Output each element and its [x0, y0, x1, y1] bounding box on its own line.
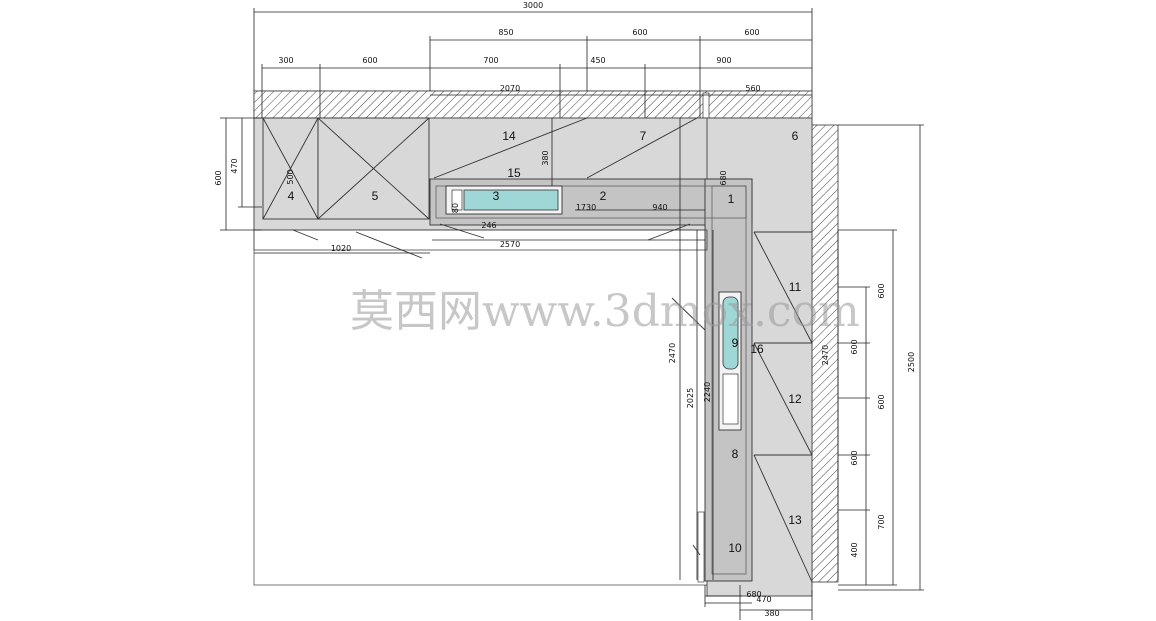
dim-inner-2470a: 2470: [668, 343, 677, 363]
label-12: 12: [788, 392, 802, 406]
dim-right-600a: 600: [877, 283, 886, 298]
dim-inner-2470b: 2470: [821, 345, 830, 365]
dim-top-300: 300: [278, 56, 293, 65]
dim-bottom-380: 380: [764, 609, 779, 618]
dim-top-450: 450: [590, 56, 605, 65]
watermark: 莫西网www.3dmox.com: [350, 286, 860, 337]
dim-inner-80: 80: [451, 203, 460, 213]
dim-right-600c: 600: [877, 394, 886, 409]
sink-9-drain: [722, 373, 739, 425]
dim-left-600: 600: [214, 170, 223, 185]
label-8: 8: [732, 447, 739, 461]
dim-right-2500: 2500: [907, 352, 916, 372]
label-3: 3: [493, 189, 500, 203]
dim-inner-680: 680: [719, 170, 728, 185]
dim-inner-380: 380: [541, 150, 550, 165]
sink-9-basin: [722, 296, 739, 370]
dim-inner-2240: 2240: [703, 382, 712, 402]
dim-top-3000: 3000: [523, 1, 543, 10]
label-9: 9: [732, 336, 739, 350]
dim-inner-1730: 1730: [576, 203, 596, 212]
dim-left-470: 470: [230, 158, 239, 173]
dim-right-600d: 600: [850, 450, 859, 465]
label-2: 2: [600, 189, 607, 203]
dim-right-700: 700: [877, 514, 886, 529]
label-10: 10: [728, 541, 742, 555]
dim-top-850: 850: [498, 28, 513, 37]
dim-inner-2570: 2570: [500, 240, 520, 249]
dim-top-900: 900: [716, 56, 731, 65]
dim-inner-2025: 2025: [686, 388, 695, 408]
front-edge: [253, 229, 708, 251]
sink-3-side: [451, 189, 463, 211]
right-side-panel: [697, 511, 705, 583]
dim-top-2070: 2070: [500, 84, 520, 93]
label-15: 15: [507, 166, 521, 180]
label-5: 5: [372, 189, 379, 203]
dim-top-600c: 600: [362, 56, 377, 65]
dim-inner-1020: 1020: [331, 244, 351, 253]
dim-top-600b: 600: [744, 28, 759, 37]
label-1: 1: [728, 192, 735, 206]
label-7: 7: [640, 129, 647, 143]
dim-bottom-680: 680: [746, 590, 761, 599]
label-6: 6: [792, 129, 799, 143]
dim-inner-500: 500: [286, 169, 295, 184]
right-wall: [811, 124, 839, 583]
label-4: 4: [288, 189, 295, 203]
dim-inner-940: 940: [652, 203, 667, 212]
dim-top-700: 700: [483, 56, 498, 65]
dim-right-400: 400: [850, 542, 859, 557]
dim-inner-246: 246: [481, 221, 496, 230]
label-13: 13: [788, 513, 802, 527]
dim-bottom-470: 470: [756, 595, 771, 604]
dim-top-600a: 600: [632, 28, 647, 37]
dim-right-600b: 600: [850, 339, 859, 354]
wall-pipe: [702, 92, 710, 119]
label-16: 16: [750, 342, 764, 356]
sink-3-basin: [463, 189, 559, 211]
base-inner-right: [711, 185, 747, 575]
label-14: 14: [502, 129, 516, 143]
label-11: 11: [789, 280, 802, 294]
dim-top-560: 560: [745, 84, 760, 93]
